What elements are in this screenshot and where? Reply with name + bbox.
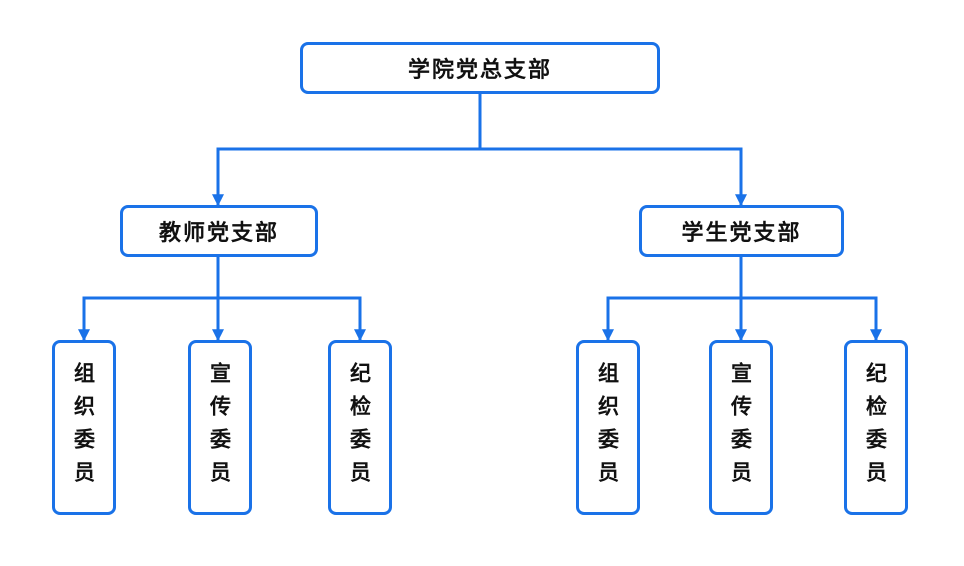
committee-node-label: 宣传委员	[207, 361, 233, 494]
committee-node-teacher-discipline: 纪检委员	[328, 340, 392, 515]
branch-node-label: 学生党支部	[681, 220, 802, 246]
committee-node-label: 纪检委员	[347, 361, 373, 494]
committee-node-label: 纪检委员	[863, 361, 889, 494]
branch-node-student: 学生党支部	[639, 205, 844, 257]
connector-teacher-to-discipline	[218, 296, 366, 342]
committee-node-teacher-publicity: 宣传委员	[188, 340, 252, 515]
committee-node-label: 宣传委员	[728, 361, 754, 494]
connector-teacher-to-organization	[78, 257, 220, 342]
committee-node-label: 组织委员	[71, 361, 97, 494]
connector-student-to-organization	[602, 257, 743, 342]
committee-node-label: 组织委员	[595, 361, 621, 494]
root-node: 学院党总支部	[300, 42, 660, 94]
committee-node-teacher-organization: 组织委员	[52, 340, 116, 515]
committee-node-student-publicity: 宣传委员	[709, 340, 773, 515]
committee-node-student-discipline: 纪检委员	[844, 340, 908, 515]
connector-student-to-discipline	[741, 296, 882, 342]
branch-node-teacher: 教师党支部	[120, 205, 318, 257]
branch-node-label: 教师党支部	[158, 220, 279, 246]
connector-root-to-student	[480, 147, 747, 207]
root-node-label: 学院党总支部	[407, 57, 552, 83]
committee-node-student-organization: 组织委员	[576, 340, 640, 515]
connector-root-to-teacher	[212, 94, 482, 207]
